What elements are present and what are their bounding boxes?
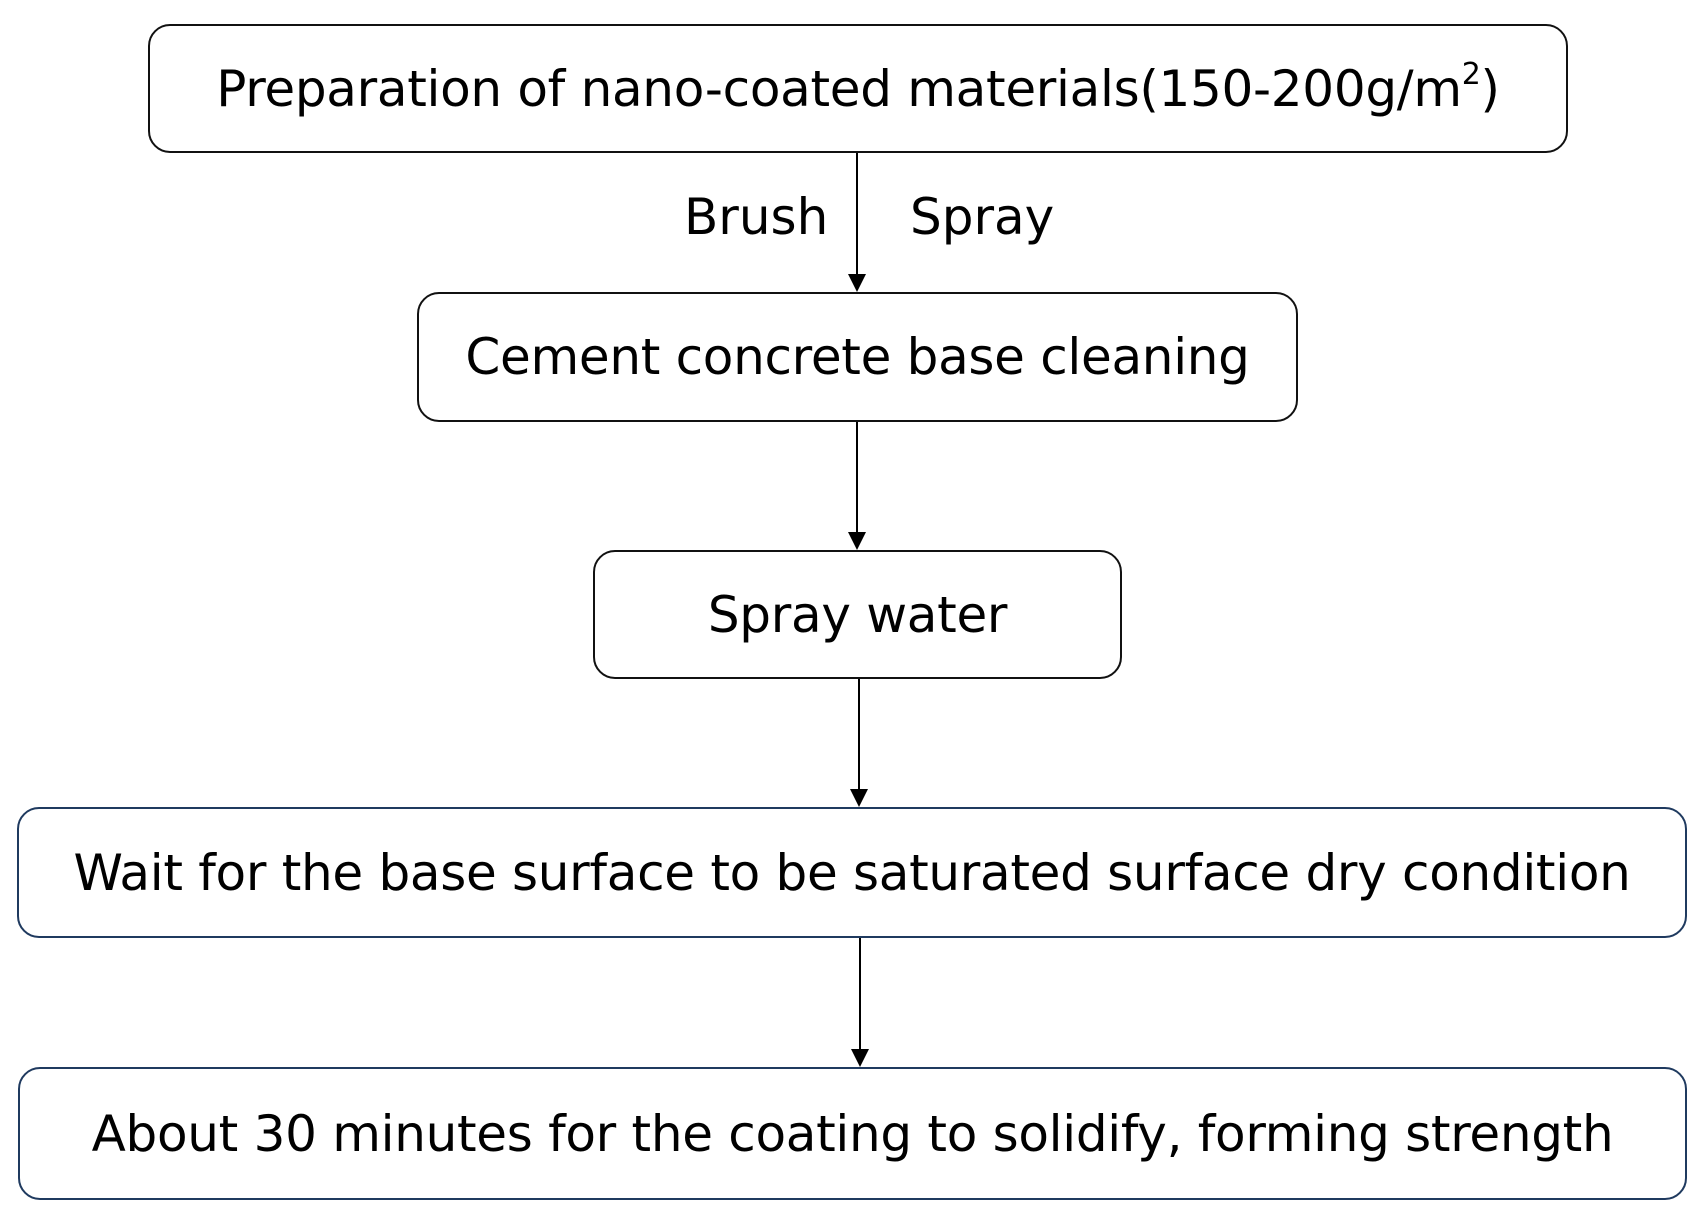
step-5-box: About 30 minutes for the coating to soli… bbox=[18, 1067, 1687, 1200]
step-4-text: Wait for the base surface to be saturate… bbox=[73, 843, 1631, 902]
edge-label-spray: Spray bbox=[910, 188, 1055, 246]
edge-label-brush: Brush bbox=[684, 188, 829, 246]
step-3-text: Spray water bbox=[707, 585, 1008, 644]
step-2-text: Cement concrete base cleaning bbox=[465, 328, 1250, 386]
step-1-superscript: 2 bbox=[1461, 56, 1481, 92]
arrow-step4-to-step5 bbox=[851, 938, 869, 1067]
arrow-step2-to-step3 bbox=[848, 422, 866, 550]
arrow-step3-to-step4 bbox=[850, 679, 868, 807]
step-3-box: Spray water bbox=[593, 550, 1122, 679]
step-5-text: About 30 minutes for the coating to soli… bbox=[91, 1104, 1614, 1163]
arrow-step1-to-step2 bbox=[848, 153, 866, 292]
step-2-box: Cement concrete base cleaning bbox=[417, 292, 1298, 422]
step-4-box: Wait for the base surface to be saturate… bbox=[17, 807, 1687, 938]
step-1-text: Preparation of nano-coated materials(150… bbox=[216, 56, 1500, 118]
step-1-box: Preparation of nano-coated materials(150… bbox=[148, 24, 1568, 153]
